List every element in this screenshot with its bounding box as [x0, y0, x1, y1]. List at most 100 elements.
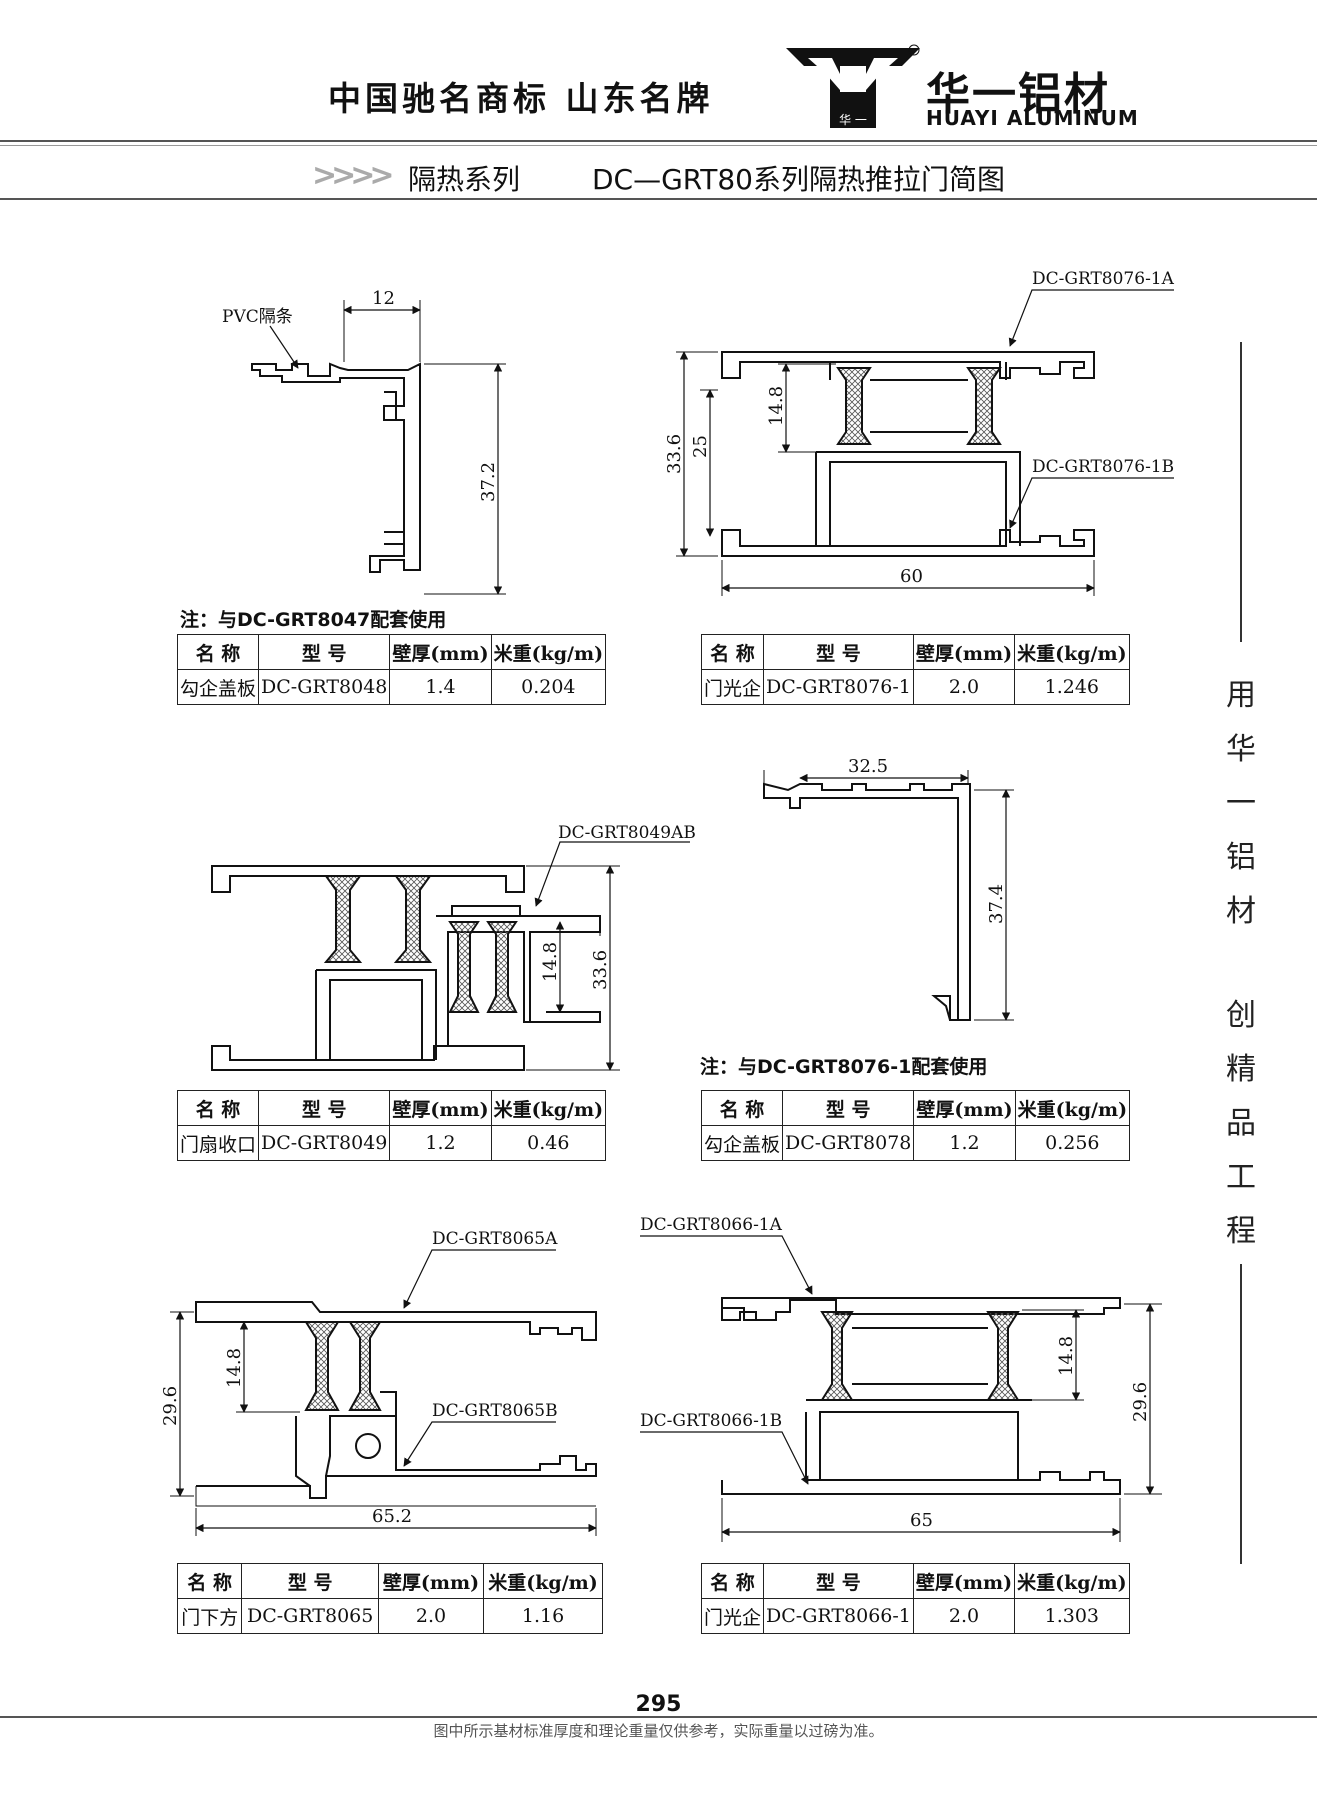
note-8048: 注：与DC-GRT8047配套使用 [180, 609, 447, 631]
dim-total-height: 29.6 [1130, 1382, 1151, 1422]
series-title: DC—GRT80系列隔热推拉门简图 [592, 163, 1005, 196]
cell-model: DC-GRT8065 [241, 1598, 379, 1634]
part-label-8065a: DC-GRT8065A [432, 1229, 558, 1249]
th-model: 型 号 [782, 1090, 915, 1126]
profile-8076-1: DC-GRT8076-1A DC-GRT8076-1B 33.6 25 14.8… [664, 269, 1175, 596]
cell-name: 门光企 [700, 1598, 765, 1634]
cell-name: 勾企盖板 [176, 669, 260, 705]
cell-name: 勾企盖板 [700, 1125, 784, 1161]
profile-8065: DC-GRT8065A DC-GRT8065B 29.6 14.8 65.2 [160, 1229, 597, 1536]
th-model: 型 号 [258, 634, 391, 670]
dim-width: 12 [372, 288, 395, 309]
dim-strip-height: 14.8 [766, 386, 787, 426]
side-char: 创 [1226, 998, 1256, 1033]
cell-weight: 0.256 [1014, 1125, 1131, 1161]
th-weight: 米重(kg/m) [490, 1090, 607, 1126]
cell-name: 门光企 [700, 669, 765, 705]
header-rule-thin [0, 145, 1317, 146]
cell-weight: 1.16 [483, 1598, 603, 1634]
part-label-8076-1a: DC-GRT8076-1A [1032, 269, 1175, 289]
cell-thickness: 2.0 [912, 1598, 1016, 1634]
logo-chinese-name: 华一铝材 [926, 69, 1110, 120]
profile-8066-1: DC-GRT8066-1A DC-GRT8066-1B 14.8 29.6 65 [640, 1215, 1162, 1542]
dim-strip-height: 14.8 [540, 942, 561, 982]
dim-width: 60 [900, 566, 923, 587]
dim-inner-height: 25 [690, 435, 711, 458]
cell-thickness: 1.2 [913, 1125, 1016, 1161]
th-thickness: 壁厚(mm) [912, 634, 1016, 670]
cell-weight: 0.204 [490, 669, 607, 705]
side-char: 品 [1226, 1106, 1256, 1141]
header-rule-bottom [0, 198, 1317, 200]
header-rule-top [0, 140, 1317, 142]
page-number: 295 [635, 1692, 682, 1717]
dim-strip-height: 14.8 [224, 1348, 245, 1388]
th-thickness: 壁厚(mm) [389, 1090, 492, 1126]
th-weight: 米重(kg/m) [1014, 1090, 1131, 1126]
company-logo-icon: 华 一 [786, 44, 920, 128]
th-weight: 米重(kg/m) [1014, 634, 1130, 670]
series-name: 隔热系列 [408, 163, 521, 196]
cell-name: 门扇收口 [176, 1125, 260, 1161]
dim-total-height: 33.6 [664, 434, 685, 474]
th-weight: 米重(kg/m) [490, 634, 607, 670]
logo-english-name: HUAYI ALUMINUM [926, 106, 1139, 130]
part-label-8065b: DC-GRT8065B [432, 1401, 558, 1421]
profile-8048: PVC隔条 12 37.2 [222, 288, 506, 595]
side-char: 用 [1226, 678, 1256, 713]
th-name: 名 称 [700, 634, 765, 670]
th-name: 名 称 [700, 1563, 765, 1599]
dim-height: 37.2 [478, 462, 499, 502]
footer-note: 图中所示基材标准厚度和理论重量仅供参考，实际重量以过磅为准。 [433, 1722, 884, 1740]
cell-model: DC-GRT8078 [782, 1125, 915, 1161]
cell-thickness: 2.0 [912, 669, 1016, 705]
series-arrows-icon: >>>> [312, 158, 395, 193]
cell-weight: 1.303 [1014, 1598, 1130, 1634]
th-model: 型 号 [763, 634, 914, 670]
dim-strip-height: 14.8 [1056, 1336, 1077, 1376]
dim-width: 65 [910, 1510, 933, 1531]
cell-thickness: 1.2 [389, 1125, 492, 1161]
th-thickness: 壁厚(mm) [389, 634, 492, 670]
th-thickness: 壁厚(mm) [913, 1090, 1016, 1126]
side-char: 材 [1226, 894, 1256, 929]
cell-weight: 1.246 [1014, 669, 1130, 705]
footer-rule [0, 1716, 1317, 1718]
cell-name: 门下方 [176, 1598, 243, 1634]
cell-thickness: 2.0 [377, 1598, 485, 1634]
profile-8078: 32.5 37.4 [763, 756, 1014, 1021]
dim-width: 32.5 [848, 756, 888, 777]
dim-total-height: 29.6 [160, 1386, 181, 1426]
th-weight: 米重(kg/m) [1014, 1563, 1130, 1599]
th-model: 型 号 [763, 1563, 914, 1599]
side-char: 程 [1226, 1214, 1256, 1249]
side-char: 工 [1226, 1160, 1256, 1195]
side-char: 铝 [1226, 840, 1256, 875]
th-thickness: 壁厚(mm) [377, 1563, 485, 1599]
dim-height: 37.4 [986, 884, 1007, 924]
th-name: 名 称 [176, 634, 260, 670]
header-slogan: 中国驰名商标 山东名牌 [328, 79, 714, 118]
th-thickness: 壁厚(mm) [912, 1563, 1016, 1599]
dim-width: 65.2 [372, 1506, 412, 1527]
th-weight: 米重(kg/m) [483, 1563, 603, 1599]
cell-weight: 0.46 [490, 1125, 607, 1161]
cell-model: DC-GRT8076-1 [763, 669, 914, 705]
th-model: 型 号 [258, 1090, 391, 1126]
part-label-8049ab: DC-GRT8049AB [558, 823, 696, 843]
cell-model: DC-GRT8066-1 [763, 1598, 914, 1634]
profile-8049: DC-GRT8049AB 14.8 33.6 [211, 823, 696, 1071]
part-label-8076-1b: DC-GRT8076-1B [1032, 457, 1174, 477]
side-char: 精 [1226, 1052, 1256, 1087]
th-name: 名 称 [176, 1563, 243, 1599]
part-label-8066-1b: DC-GRT8066-1B [640, 1411, 782, 1431]
cell-model: DC-GRT8049 [258, 1125, 391, 1161]
part-label-8066-1a: DC-GRT8066-1A [640, 1215, 783, 1235]
